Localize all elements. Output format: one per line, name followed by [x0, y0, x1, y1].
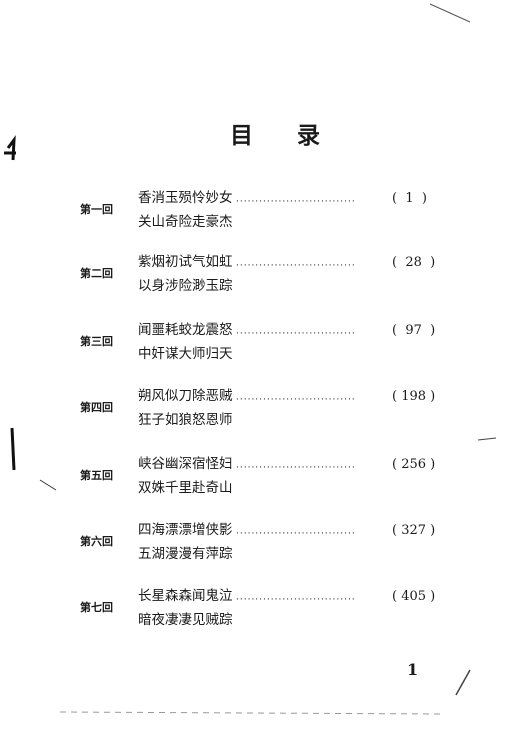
page-reference: ( 28 ) — [392, 255, 436, 270]
scan-mark-bottom-edge — [59, 711, 441, 715]
toc-entry-5: 第五回 峡谷幽深宿怪妇 双姝千里赴奇山 ····················… — [0, 452, 505, 500]
chapter-title-line2: 中奸谋大师归天 — [138, 346, 233, 362]
toc-entry-6: 第六回 四海漂漂增侠影 五湖漫漫有萍踪 ····················… — [0, 518, 505, 566]
dot-leader: ······························· — [236, 595, 356, 605]
page-reference-number: 256 — [401, 457, 427, 472]
scan-mark-left-top — [4, 135, 16, 161]
dot-leader: ······························· — [236, 395, 356, 405]
chapter-label: 第五回 — [80, 469, 113, 482]
dot-leader: ······························· — [236, 197, 356, 207]
dot-leader: ······························· — [236, 329, 356, 339]
dot-leader: ······························· — [236, 261, 356, 271]
chapter-title-line1: 香消玉殒怜妙女 — [138, 190, 233, 206]
page-number: 1 — [407, 660, 419, 679]
chapter-title-line2: 关山奇险走豪杰 — [138, 214, 233, 230]
chapter-title-line1: 长星森森闻鬼泣 — [138, 588, 233, 604]
toc-entry-4: 第四回 朔风似刀除恶贼 狂子如狼怒恩师 ····················… — [0, 384, 505, 432]
toc-entry-1: 第一回 香消玉殒怜妙女 关山奇险走豪杰 ····················… — [0, 186, 505, 234]
page-reference: ( 198 ) — [392, 389, 436, 404]
page-reference: ( 97 ) — [392, 323, 436, 338]
page-reference: ( 1 ) — [392, 191, 427, 206]
dot-leader: ······························· — [236, 529, 356, 539]
page-reference-number: 97 — [405, 323, 422, 338]
chapter-label: 第四回 — [80, 401, 113, 414]
dot-leader: ······························· — [236, 463, 356, 473]
chapter-title-line1: 峡谷幽深宿怪妇 — [138, 456, 233, 472]
page-title: 目 录 — [230, 123, 339, 149]
toc-entry-2: 第二回 紫烟初试气如虹 以身涉险渺玉踪 ····················… — [0, 250, 505, 298]
page-reference: ( 256 ) — [392, 457, 436, 472]
chapter-label: 第六回 — [80, 535, 113, 548]
chapter-title-line2: 五湖漫漫有萍踪 — [138, 546, 233, 562]
chapter-label: 第一回 — [80, 203, 113, 216]
scan-mark-bottom-right — [455, 669, 471, 696]
chapter-title-line1: 朔风似刀除恶贼 — [138, 388, 233, 404]
chapter-label: 第三回 — [80, 335, 113, 348]
chapter-title-line2: 暗夜凄凄见贼踪 — [138, 612, 233, 628]
chapter-title-line1: 紫烟初试气如虹 — [138, 254, 233, 270]
scan-mark-right-dash — [477, 437, 497, 441]
page-reference-number: 28 — [405, 255, 422, 270]
scan-mark-left-dash — [39, 479, 57, 491]
toc-entry-7: 第七回 长星森森闻鬼泣 暗夜凄凄见贼踪 ····················… — [0, 584, 505, 632]
page-reference: ( 327 ) — [392, 523, 436, 538]
scan-mark-top-right — [429, 3, 471, 23]
scan-mark-left-middle — [10, 427, 16, 471]
chapter-title-line1: 四海漂漂增侠影 — [138, 522, 233, 538]
toc-entry-3: 第三回 闻噩耗蛟龙震怒 中奸谋大师归天 ····················… — [0, 318, 505, 366]
chapter-title-line1: 闻噩耗蛟龙震怒 — [138, 322, 233, 338]
page-reference-number: 198 — [401, 389, 427, 404]
chapter-title-line2: 以身涉险渺玉踪 — [138, 278, 233, 294]
chapter-title-line2: 双姝千里赴奇山 — [138, 480, 233, 496]
page-reference-number: 1 — [405, 191, 414, 206]
chapter-label: 第七回 — [80, 601, 113, 614]
chapter-label: 第二回 — [80, 267, 113, 280]
page-reference-number: 327 — [401, 523, 427, 538]
chapter-title-line2: 狂子如狼怒恩师 — [138, 412, 233, 428]
page-reference-number: 405 — [401, 589, 427, 604]
page-reference: ( 405 ) — [392, 589, 436, 604]
